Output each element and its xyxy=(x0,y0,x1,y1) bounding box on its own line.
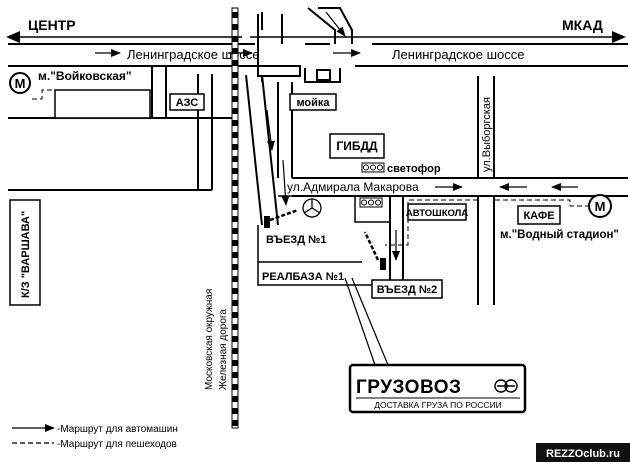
admiral-street-label: ул.Адмирала Макарова xyxy=(287,180,419,194)
legend: -Маршрут для автомашин -Маршрут для пеше… xyxy=(12,424,178,450)
watermark: REZZOclub.ru xyxy=(536,443,630,462)
company-logo: ГРУЗОВОЗ ДОСТАВКА ГРУЗА ПО РОССИИ xyxy=(348,363,527,414)
logo-emblem-icon xyxy=(494,379,518,393)
legend-item-car: -Маршрут для автомашин xyxy=(57,424,178,435)
azs-box xyxy=(169,93,205,111)
logo-pointer xyxy=(344,277,389,366)
metro-symbol: М xyxy=(15,76,26,91)
base-label: РЕАЛБАЗА №1 xyxy=(262,271,344,283)
car-route-arrow xyxy=(266,109,275,151)
pedestrian-route xyxy=(32,89,153,118)
pedestrian-route xyxy=(385,199,590,246)
entrance2-label: ВЪЕЗД №2 xyxy=(377,284,437,296)
barrier-icon xyxy=(363,231,386,270)
driving-school-label: АВТОШКОЛА xyxy=(406,208,468,219)
gibdd-box xyxy=(329,133,385,159)
metro-vodny-stadion: М м."Водный стадион" xyxy=(500,194,619,241)
logo-tagline: ДОСТАВКА ГРУЗА ПО РОССИИ xyxy=(374,400,502,410)
azs-label: АЗС xyxy=(176,97,199,109)
direction-center-label: ЦЕНТР xyxy=(28,17,76,33)
legend-item-pedestrian: -Маршрут для пешеходов xyxy=(57,439,177,450)
car-route-arrow xyxy=(281,159,290,206)
mercedes-logo-icon xyxy=(302,198,322,218)
car-wash-box xyxy=(289,93,337,111)
metro-name: м."Войковская" xyxy=(38,69,132,83)
building xyxy=(54,89,151,119)
traffic-light-icon xyxy=(361,162,385,173)
metro-voikovskaya: М м."Войковская" xyxy=(9,69,132,94)
ring-road-label: К/З "ВАРШАВА" xyxy=(20,211,32,298)
ramp xyxy=(257,7,353,66)
gibdd-label: ГИБДД xyxy=(336,139,378,153)
vyborgskaya-label: ул.Выборгская xyxy=(481,97,493,172)
ramp-arrow xyxy=(325,11,346,37)
direction-mkad-label: МКАД xyxy=(562,17,603,33)
logo-name: ГРУЗОВОЗ xyxy=(356,377,461,398)
cafe-box xyxy=(517,205,561,225)
entrance1-label: ВЪЕЗД №1 xyxy=(266,234,326,246)
railway-label-2: Железная дорога xyxy=(218,309,229,390)
highway-label-right: Ленинградское шоссе xyxy=(392,47,524,62)
railway xyxy=(231,7,239,429)
metro-symbol: М xyxy=(595,199,606,214)
highway xyxy=(8,43,628,67)
highway-label-left: Ленинградское шоссе xyxy=(127,47,259,62)
base-compound xyxy=(257,195,390,286)
car-wash-label: мойка xyxy=(296,97,330,109)
metro-icon xyxy=(9,72,31,94)
cafe-label: КАФЕ xyxy=(523,210,554,222)
entrance2-box xyxy=(371,279,443,299)
traffic-light-icon xyxy=(359,197,383,208)
watermark-text: REZZOclub.ru xyxy=(546,448,620,460)
direction-line xyxy=(6,31,626,43)
ring-road-box xyxy=(9,199,41,306)
railway-label-1: Московская окружная xyxy=(204,289,215,390)
barrier-icon xyxy=(264,208,299,228)
metro-name: м."Водный стадион" xyxy=(500,229,619,241)
traffic-light-label: светофор xyxy=(387,163,441,175)
overpass xyxy=(257,12,341,83)
